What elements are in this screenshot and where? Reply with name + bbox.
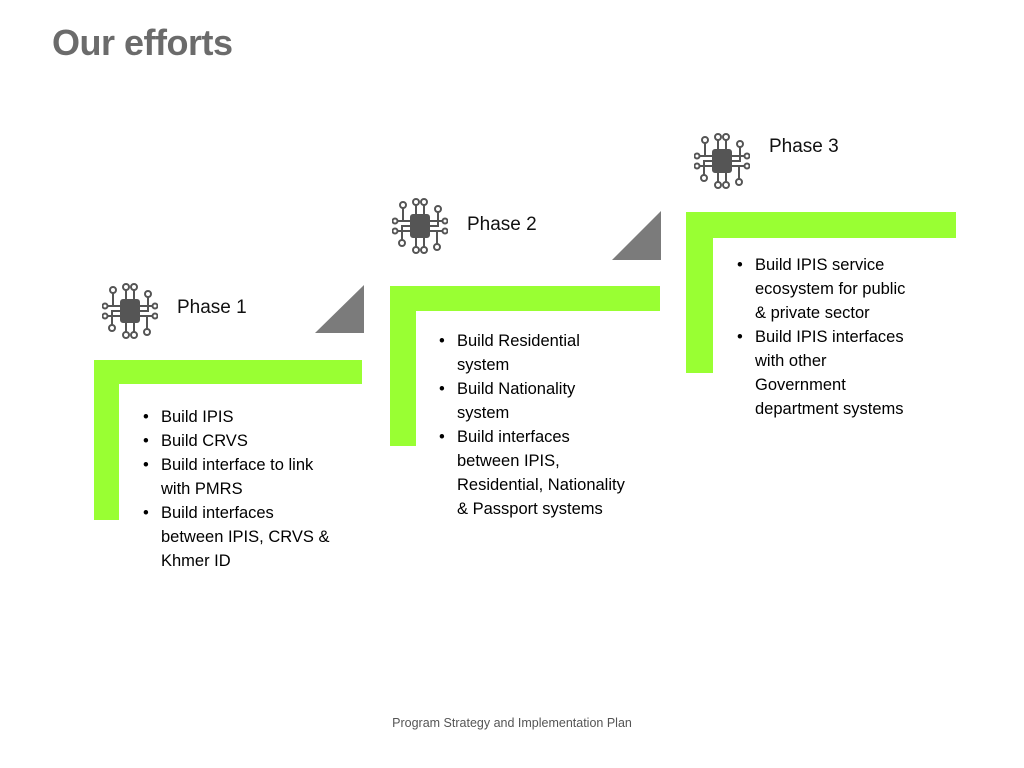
phase-3-list: Build IPIS service ecosystem for public … [737, 253, 917, 421]
list-item: Build IPIS service ecosystem for public … [737, 253, 917, 325]
phase-1-step-side [94, 360, 119, 520]
page-title: Our efforts [52, 22, 233, 63]
phase-2-step-side [390, 286, 416, 446]
list-item: Build interfaces between IPIS, Residenti… [439, 425, 629, 521]
phase-2-step-top [390, 286, 660, 311]
circuit-chip-icon [694, 133, 750, 189]
list-item: Build Nationality system [439, 377, 629, 425]
phase-1-corner-triangle [315, 285, 364, 333]
list-item: Build interfaces between IPIS, CRVS & Kh… [143, 501, 333, 573]
phase-2-corner-triangle [612, 211, 661, 260]
circuit-chip-icon [102, 283, 158, 339]
list-item: Build IPIS interfaces with other Governm… [737, 325, 917, 421]
phase-1-step-top [94, 360, 362, 384]
circuit-chip-icon [392, 198, 448, 254]
list-item: Build Residential system [439, 329, 629, 377]
list-item: Build CRVS [143, 429, 333, 453]
phase-1-list: Build IPIS Build CRVS Build interface to… [143, 405, 333, 573]
footer-text: Program Strategy and Implementation Plan [392, 716, 632, 730]
phase-1-label: Phase 1 [177, 297, 247, 318]
list-item: Build interface to link with PMRS [143, 453, 333, 501]
phase-3-step-top [686, 212, 956, 238]
list-item: Build IPIS [143, 405, 333, 429]
phase-2-label: Phase 2 [467, 214, 537, 235]
phase-2-list: Build Residential system Build Nationali… [439, 329, 629, 521]
phase-3-step-side [686, 212, 713, 373]
phase-3-label: Phase 3 [769, 136, 839, 157]
